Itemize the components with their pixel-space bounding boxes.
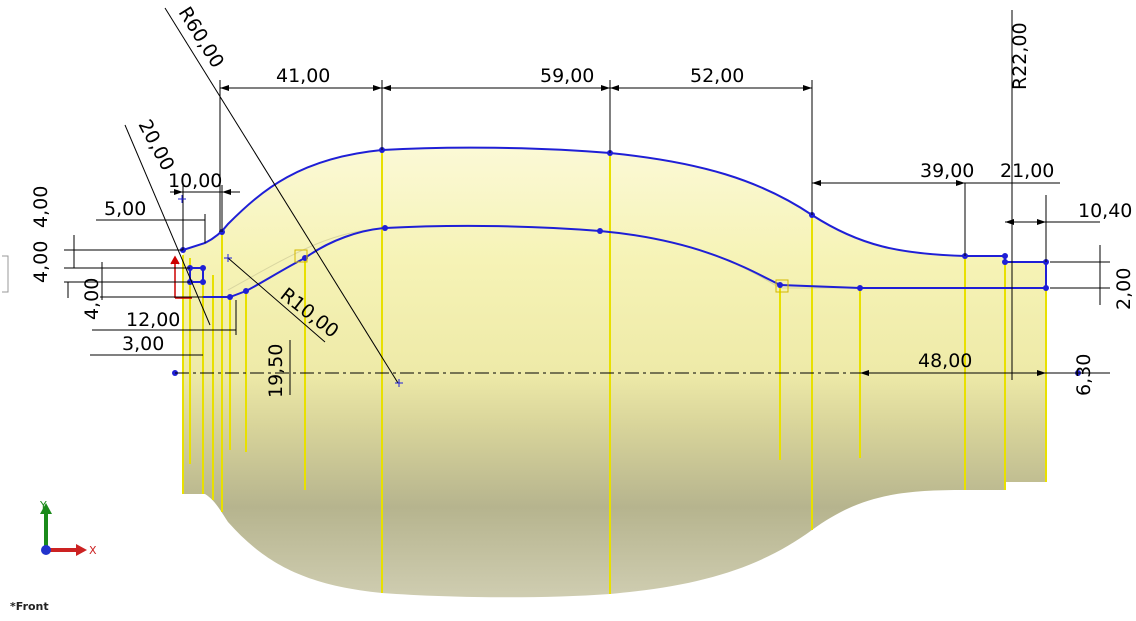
dim-19-50: 19,50 xyxy=(265,344,287,398)
revolved-body xyxy=(183,147,1046,598)
axis-triad[interactable]: Y X xyxy=(39,499,97,557)
origin-marker xyxy=(170,255,192,299)
sketch-points xyxy=(172,147,1081,376)
dim-r22: R22,00 xyxy=(1009,22,1031,90)
triad-y-label: Y xyxy=(39,499,47,512)
dim-2: 2,00 xyxy=(1113,268,1135,310)
dim-41: 41,00 xyxy=(276,65,330,87)
dim-3: 3,00 xyxy=(122,333,164,355)
dim-39: 39,00 xyxy=(920,160,974,182)
dim-5: 5,00 xyxy=(104,198,146,220)
view-name-label: *Front xyxy=(10,600,49,613)
selection-handles xyxy=(294,249,789,293)
dim-r60: R60,00 xyxy=(174,3,228,72)
dim-10: 10,00 xyxy=(168,170,222,192)
dim-20: 20,00 xyxy=(134,116,179,174)
triad-x-label: X xyxy=(89,544,97,557)
center-marks xyxy=(178,195,403,387)
dim-21: 21,00 xyxy=(1000,160,1054,182)
viewport-edge-bracket xyxy=(2,255,9,293)
dimension-lines xyxy=(64,7,1110,395)
dimension-arrows xyxy=(174,85,1046,376)
dim-52: 52,00 xyxy=(690,65,744,87)
dim-4-mid: 4,00 xyxy=(30,241,52,283)
dim-12: 12,00 xyxy=(126,309,180,331)
dim-10-40: 10,40 xyxy=(1078,200,1132,222)
dim-48: 48,00 xyxy=(918,350,972,372)
dim-59: 59,00 xyxy=(540,65,594,87)
dim-4-top: 4,00 xyxy=(30,186,52,228)
dim-4-low: 4,00 xyxy=(81,278,103,320)
dim-6-30: 6,30 xyxy=(1073,354,1095,396)
